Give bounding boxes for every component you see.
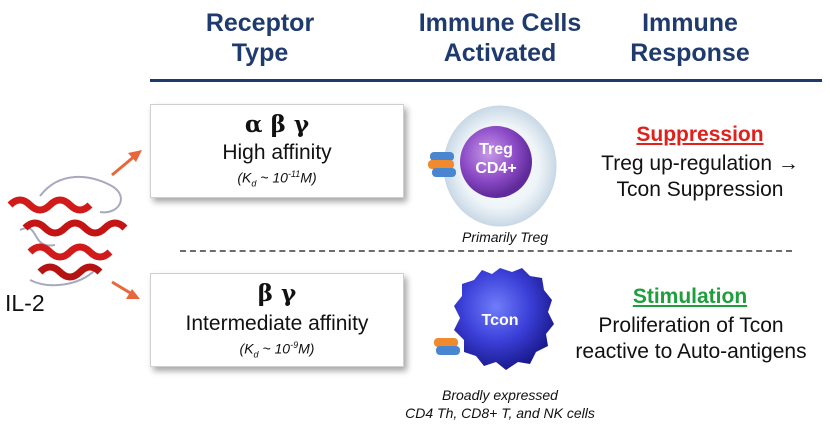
treg-cell-icon	[443, 105, 557, 227]
arrow-to-high-affinity	[111, 150, 142, 177]
tcon-caption: Broadly expressed CD4 Th, CD8+ T, and NK…	[405, 387, 595, 421]
high-affinity-receptor-box: α β γ High affinity (Kd ~ 10-11M)	[150, 104, 404, 198]
stimulation-title: Stimulation	[632, 285, 748, 308]
kd-value: (Kd ~ 10-9M)	[239, 340, 315, 360]
header-receptor-type: Receptor Type	[205, 9, 315, 67]
treg-cell-label: Treg CD4+	[475, 141, 517, 177]
affinity-label: Intermediate affinity	[185, 312, 369, 335]
arrow-to-intermediate-affinity	[111, 280, 140, 299]
receptor-subunits: β γ	[257, 280, 297, 307]
header-immune-cells: Immune Cells Activated	[418, 9, 582, 67]
stimulation-description: Proliferation of Tcon reactive to Auto-a…	[575, 314, 807, 363]
header-rule	[150, 79, 822, 82]
treg-receptor-icon	[428, 152, 456, 177]
receptor-subunits: α β γ	[244, 111, 310, 138]
tcon-cell-label: Tcon	[481, 312, 519, 329]
treg-caption: Primarily Treg	[461, 229, 549, 245]
kd-value: (Kd ~ 10-11M)	[237, 169, 317, 189]
tcon-cell-icon	[454, 268, 554, 370]
suppression-title: Suppression	[636, 123, 764, 146]
tcon-receptor-icon	[434, 338, 460, 355]
header-immune-response: Immune Response	[630, 9, 750, 67]
row-divider	[180, 250, 792, 252]
il2-label: IL-2	[5, 290, 45, 316]
suppression-description: Treg up-regulation → Tcon Suppression	[601, 152, 799, 201]
il2-protein-icon	[7, 176, 128, 287]
intermediate-affinity-receptor-box: β γ Intermediate affinity (Kd ~ 10-9M)	[150, 273, 404, 367]
affinity-label: High affinity	[222, 141, 332, 164]
